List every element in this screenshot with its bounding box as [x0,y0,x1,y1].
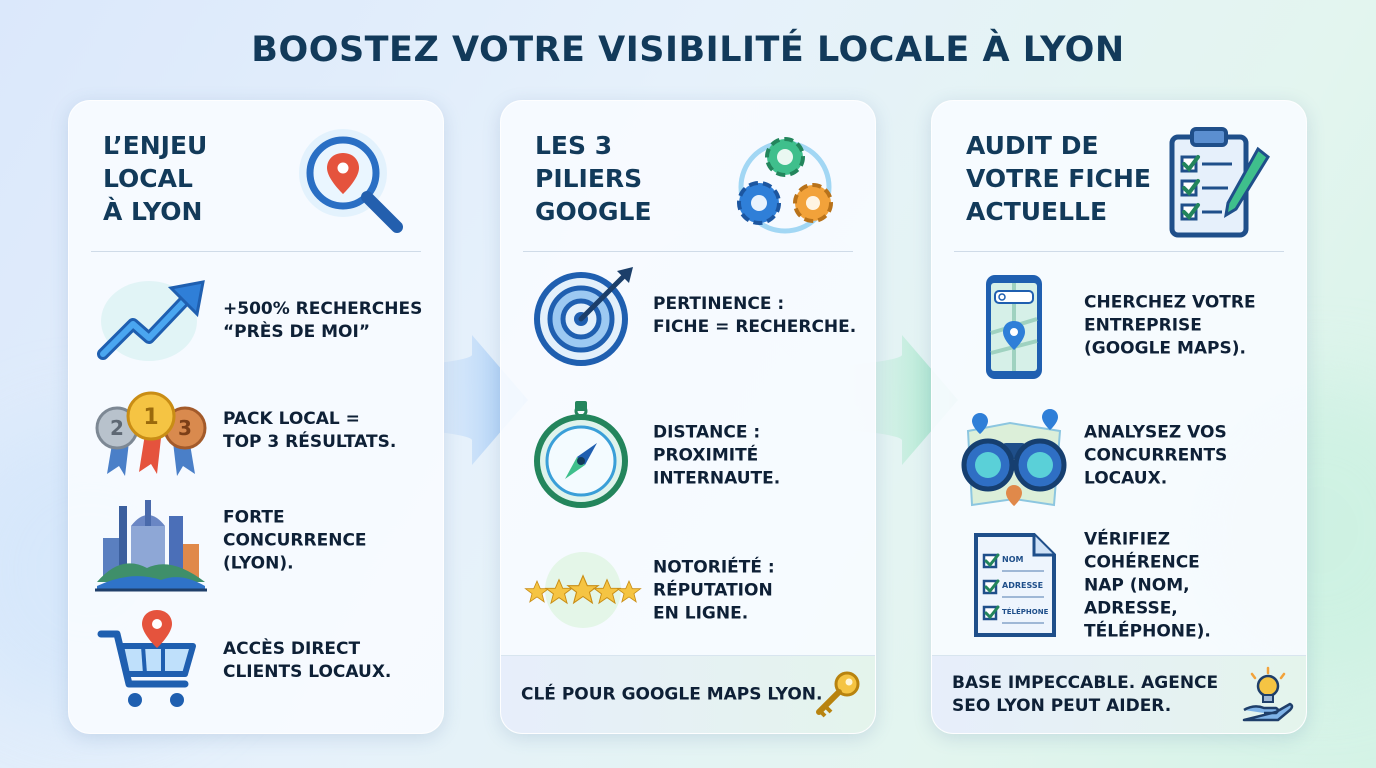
doc-label: NOM [1002,555,1023,564]
compass-icon [534,401,628,508]
lightbulb-hand-icon [1242,666,1294,722]
list-item: DISTANCE : PROXIMITÉ INTERNAUTE. [519,401,861,511]
medals-icon: 2 1 3 [95,391,207,476]
item-text: +500% RECHERCHES “PRÈS DE MOI” [223,299,423,342]
trend-arrow-icon [97,280,205,361]
item-text: PERTINENCE : FICHE = RECHERCHE. [653,294,857,337]
card-heading: AUDIT DE VOTRE FICHE ACTUELLE [966,131,1151,226]
footer-text: BASE IMPECCABLE. AGENCE SEO LYON PEUT AI… [952,672,1219,716]
list-item: FORTE CONCURRENCE (LYON). [87,486,429,596]
key-icon [816,671,860,718]
list-item: NOTORIÉTÉ : RÉPUTATION EN LIGNE. [519,536,861,646]
item-text: NOTORIÉTÉ : RÉPUTATION EN LIGNE. [653,557,775,624]
phone-map-icon [986,275,1042,379]
card-local-stakes: L’ENJEU LOCAL À LYON +500% RECHERCHES “P… [68,100,444,734]
doc-label: TÉLÉPHONE [1002,607,1049,616]
item-text: DISTANCE : PROXIMITÉ INTERNAUTE. [653,422,781,489]
flow-arrow-icon [850,335,958,465]
list-item: ANALYSEZ VOS CONCURRENTS LOCAUX. [950,401,1292,511]
binoculars-icon [961,409,1067,507]
doc-label: ADRESSE [1002,581,1043,590]
page-title: BOOSTEZ VOTRE VISIBILITÉ LOCALE À LYON [251,30,1125,70]
card-listing-audit: AUDIT DE VOTRE FICHE ACTUELLE [931,100,1307,734]
list-item: CHERCHEZ VOTRE ENTREPRISE (GOOGLE MAPS). [950,271,1292,381]
clipboard-checklist-icon [1169,127,1270,238]
card-google-pillars: LES 3 PILIERS GOOGLE PERTINENCE : FICHE … [500,100,876,734]
item-text: CHERCHEZ VOTRE ENTREPRISE (GOOGLE MAPS). [1084,292,1256,359]
flow-arrow-icon [420,335,528,465]
item-text: FORTE CONCURRENCE (LYON). [223,507,367,574]
list-item: NOM ADRESSE TÉLÉPHONE VÉRIFIEZ COHÉRENCE… [950,529,1292,642]
list-item: PERTINENCE : FICHE = RECHERCHE. [519,261,861,371]
target-icon [534,267,633,366]
list-item: ACCÈS DIRECT CLIENTS LOCAUX. [87,606,429,716]
divider [954,251,1284,252]
card-footer: BASE IMPECCABLE. AGENCE SEO LYON PEUT AI… [932,655,1306,733]
card-footer: CLÉ POUR GOOGLE MAPS LYON. [501,655,875,733]
stars-icon [524,552,642,628]
magnifier-pin-icon [299,129,403,233]
gears-icon [737,137,833,234]
footer-text: CLÉ POUR GOOGLE MAPS LYON. [521,684,823,704]
divider [523,251,853,252]
item-text: VÉRIFIEZ COHÉRENCE NAP (NOM, ADRESSE, TÉ… [1084,529,1211,642]
list-item: +500% RECHERCHES “PRÈS DE MOI” [87,266,429,376]
lyon-city-icon [95,500,207,592]
item-text: ANALYSEZ VOS CONCURRENTS LOCAUX. [1084,422,1228,489]
medal-label: 2 [110,416,124,440]
list-item: 2 1 3 PACK LOCAL = TOP 3 RÉSULTATS. [87,376,429,486]
medal-label: 3 [178,416,192,440]
card-heading: L’ENJEU LOCAL À LYON [103,131,208,226]
nap-document-icon: NOM ADRESSE TÉLÉPHONE [974,533,1056,637]
shopping-cart-pin-icon [97,610,196,707]
card-heading: LES 3 PILIERS GOOGLE [535,131,652,226]
medal-label: 1 [143,405,158,430]
divider [91,251,421,252]
item-text: PACK LOCAL = TOP 3 RÉSULTATS. [223,409,397,452]
item-text: ACCÈS DIRECT CLIENTS LOCAUX. [223,639,392,682]
